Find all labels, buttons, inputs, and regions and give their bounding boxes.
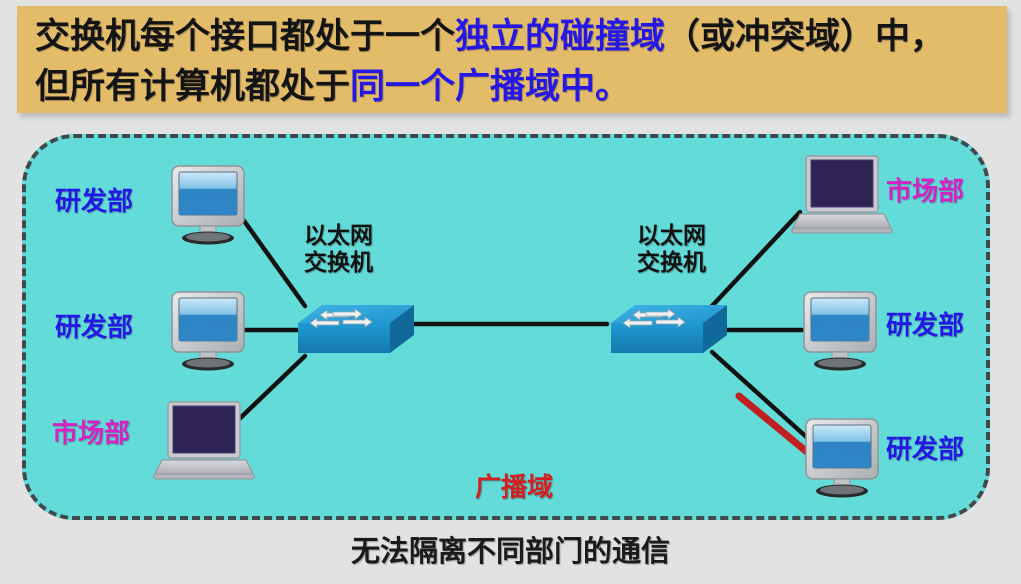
dept-label-right-3: 研发部: [886, 434, 965, 464]
dept-label-right-1: 市场部: [886, 176, 965, 206]
device-left-1-monitor: [171, 165, 245, 246]
device-left-2-monitor: [171, 291, 245, 372]
switch-left-label-line1: 以太网: [304, 222, 373, 248]
device-left-3-laptop: [153, 401, 255, 480]
banner-line-2: 但所有计算机都处于同一个广播域中。: [35, 62, 1007, 112]
dept-label-right-2: 研发部: [886, 310, 965, 340]
banner-line-1-text-a: 交换机每个接口都处于一个: [35, 17, 456, 56]
link-right-bottom: [709, 349, 815, 445]
bottom-caption: 无法隔离不同部门的通信: [350, 536, 670, 568]
device-right-3-monitor: [805, 418, 879, 499]
link-left-bottom: [231, 353, 308, 427]
switch-right-label-line1: 以太网: [637, 222, 706, 248]
header-banner: 交换机每个接口都处于一个独立的碰撞域（或冲突域）中， 但所有计算机都处于同一个广…: [17, 6, 1007, 113]
device-right-2-monitor: [803, 291, 877, 372]
dept-label-left-2: 研发部: [55, 312, 134, 342]
switch-left: [297, 304, 415, 354]
switch-left-label: 以太网 交换机: [304, 222, 373, 276]
device-right-1-laptop: [791, 155, 893, 234]
switch-left-label-line2: 交换机: [304, 249, 373, 275]
banner-line-1: 交换机每个接口都处于一个独立的碰撞域（或冲突域）中，: [35, 12, 1007, 62]
switch-right-label: 以太网 交换机: [637, 222, 706, 276]
red-pointer-annotation: [735, 392, 811, 456]
dept-label-left-1: 研发部: [55, 186, 134, 216]
broadcast-domain-label: 广播域: [475, 472, 554, 502]
dept-label-left-3: 市场部: [52, 418, 131, 448]
switch-right: [610, 304, 728, 354]
banner-line-2-text-a: 但所有计算机都处于: [35, 67, 351, 106]
banner-line-1-text-b: （或冲突域）中，: [665, 17, 946, 56]
switch-right-label-line2: 交换机: [637, 249, 706, 275]
banner-line-2-highlight: 同一个广播域中。: [350, 67, 631, 106]
network-diagram: [153, 155, 893, 499]
link-right-top: [709, 209, 803, 309]
banner-line-1-highlight: 独立的碰撞域: [455, 17, 666, 56]
